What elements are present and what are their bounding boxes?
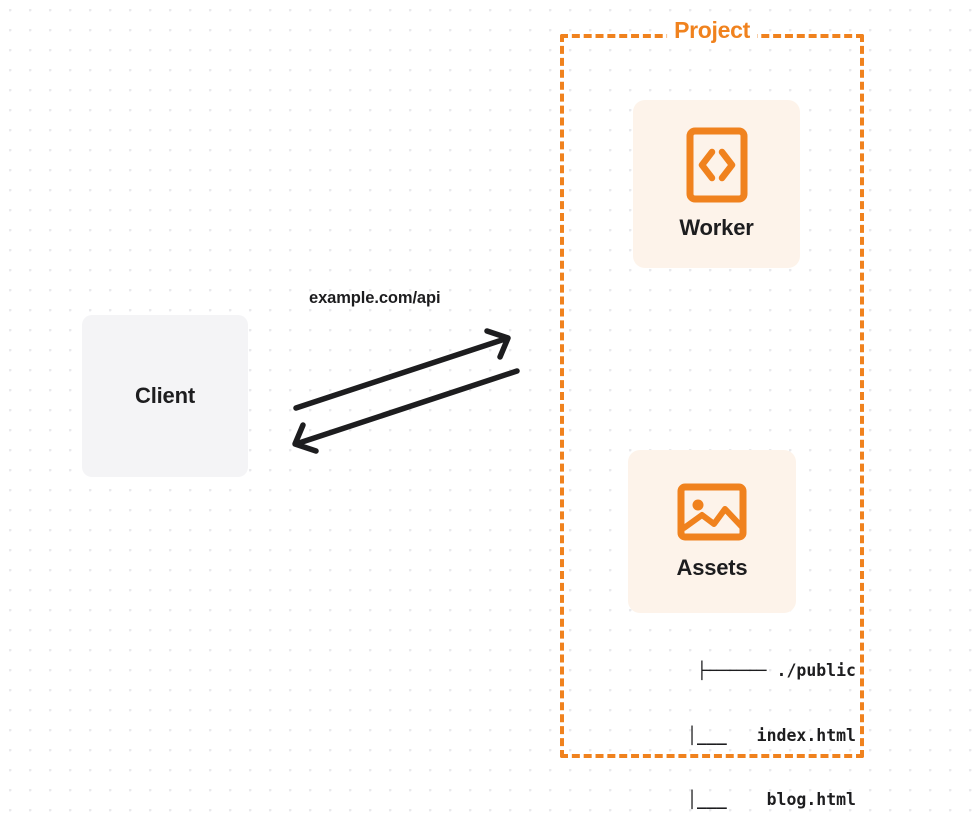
- file-tree-row: │___ index.html: [657, 725, 856, 745]
- code-brackets-icon: [686, 127, 748, 203]
- assets-card-label: Assets: [676, 554, 748, 580]
- client-node[interactable]: Client: [82, 315, 248, 477]
- image-icon: [677, 483, 747, 541]
- client-label: Client: [135, 383, 195, 408]
- project-title: Project: [667, 19, 757, 42]
- assets-file-tree: ├────── ./public │___ index.html │___ bl…: [612, 617, 856, 818]
- request-arrow: [293, 328, 511, 411]
- request-url-label: example.com/api: [309, 289, 441, 307]
- file-tree-row: ├────── ./public: [697, 661, 856, 680]
- assets-card[interactable]: Assets: [628, 450, 796, 613]
- worker-card-label: Worker: [679, 215, 754, 240]
- project-group: Project Worker Assets: [560, 19, 864, 809]
- worker-card[interactable]: Worker: [633, 100, 800, 268]
- file-tree-row: │___ blog.html: [657, 790, 856, 809]
- response-arrow: [292, 368, 520, 454]
